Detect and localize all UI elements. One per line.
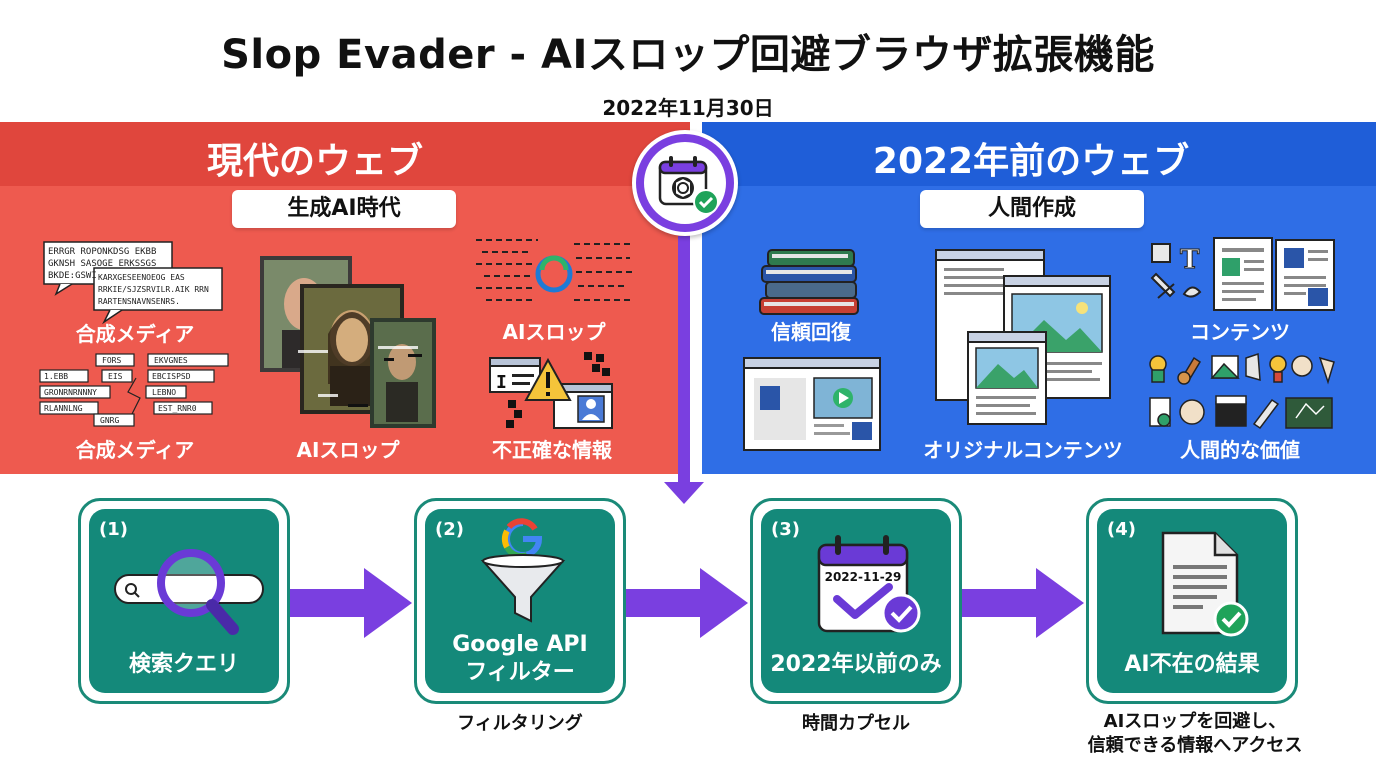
garbled-line: EST_RNR0 bbox=[158, 404, 197, 413]
garbled-line: GRONRNRNNNY bbox=[44, 388, 97, 397]
item-label: 合成メディア bbox=[75, 438, 195, 462]
step-ai-free-results: (4) AI不在の結果 bbox=[1086, 498, 1298, 704]
garbled-line: RRKIE/SJZSRVILR.AIK RRN bbox=[98, 285, 209, 294]
step-label-line: Google API bbox=[452, 632, 588, 657]
article-video-windows-icon bbox=[743, 357, 881, 451]
garbled-line: BKDE:GSWI bbox=[48, 271, 97, 281]
garbled-line: KARXGESEENOEOG EAS bbox=[98, 273, 185, 282]
calendar-date: 2022-11-29 bbox=[825, 570, 902, 584]
pre-2022-web-panel: 2022年前のウェブ 人間作成 信頼回復 bbox=[702, 122, 1376, 474]
garbled-line: RARTENSNAVNSENRS. bbox=[98, 297, 180, 306]
glitched-ai-swirl-icon bbox=[476, 239, 634, 301]
step-caption-line: AIスロップを回避し、 bbox=[1103, 711, 1287, 732]
garbled-line: FORS bbox=[102, 356, 121, 365]
step-google-filter: (2) Google API フィルター bbox=[414, 498, 626, 704]
garbled-line: LEBNO bbox=[152, 388, 176, 397]
step-caption-line: 信頼できる情報へアクセス bbox=[1087, 735, 1303, 756]
step-label: 検索クエリ bbox=[128, 652, 239, 677]
warning-windows-icon: I bbox=[489, 352, 613, 429]
search-magnifier-icon bbox=[114, 549, 264, 635]
garbled-text-labels-icon: FORS EKVGNES 1.EBB EIS EBCISPSD GRONRNRN… bbox=[39, 353, 229, 427]
modern-web-subtitle: 生成AI時代 bbox=[232, 190, 456, 228]
garbled-text-bubbles-icon: ERRGR ROPONKDSG EKBB GKNSH SASOGE ERKSSG… bbox=[43, 241, 223, 325]
garbled-line: GKNSH SASOGE ERKSSGS bbox=[48, 259, 156, 269]
step-number: (1) bbox=[99, 519, 128, 540]
item-label: 不正確な情報 bbox=[492, 438, 612, 462]
step-number: (3) bbox=[771, 519, 800, 540]
connector-line bbox=[678, 236, 690, 486]
calendar-openai-check-icon bbox=[632, 130, 738, 236]
item-label: 信頼回復 bbox=[771, 320, 851, 344]
step-caption: 時間カプセル bbox=[802, 713, 910, 734]
book-stack-icon bbox=[759, 249, 859, 315]
step-label-line: フィルター bbox=[465, 660, 575, 685]
step-label: 2022年以前のみ bbox=[770, 652, 942, 677]
calendar-check-icon: 2022-11-29 bbox=[817, 535, 921, 633]
documents-tools-icon: T bbox=[1150, 237, 1335, 311]
garbled-line: EIS bbox=[108, 372, 123, 381]
item-label: AIスロップ bbox=[502, 320, 606, 344]
pre-2022-web-header: 2022年前のウェブ bbox=[702, 122, 1376, 186]
modern-web-panel: 現代のウェブ 生成AI時代 ERRGR ROPONKDSG EKBB GKNSH… bbox=[0, 122, 690, 474]
google-funnel-icon bbox=[480, 518, 566, 623]
article-windows-icon bbox=[935, 249, 1111, 425]
flow-arrow bbox=[626, 568, 748, 638]
step-pre-2022-only: (3) 2022-11-29 2022年以前のみ bbox=[750, 498, 962, 704]
human-creativity-icons bbox=[1149, 352, 1335, 430]
pre-2022-web-subtitle: 人間作成 bbox=[920, 190, 1144, 228]
flow-arrow bbox=[290, 568, 412, 638]
step-search-query: (1) 検索クエリ bbox=[78, 498, 290, 704]
item-label: オリジナルコンテンツ bbox=[923, 438, 1123, 462]
pre-2022-web-title: 2022年前のウェブ bbox=[872, 141, 1190, 182]
item-label: 人間的な価値 bbox=[1180, 438, 1300, 462]
garbled-line: RLANNLNG bbox=[44, 404, 83, 413]
svg-text:T: T bbox=[1180, 245, 1200, 275]
svg-text:I: I bbox=[496, 372, 507, 393]
step-caption: フィルタリング bbox=[457, 713, 583, 734]
document-check-icon bbox=[1161, 531, 1249, 637]
distorted-portrait-paintings-icon bbox=[260, 256, 436, 428]
page-title: Slop Evader - AIスロップ回避ブラウザ拡張機能 bbox=[221, 32, 1155, 78]
garbled-line: EKVGNES bbox=[154, 356, 188, 365]
garbled-line: EBCISPSD bbox=[152, 372, 191, 381]
item-label: コンテンツ bbox=[1190, 320, 1290, 344]
garbled-line: ERRGR ROPONKDSG EKBB bbox=[48, 247, 156, 257]
step-number: (4) bbox=[1107, 519, 1136, 540]
flow-arrow bbox=[962, 568, 1084, 638]
item-label: 合成メディア bbox=[75, 322, 195, 346]
step-number: (2) bbox=[435, 519, 464, 540]
garbled-line: GNRG bbox=[100, 416, 119, 425]
modern-web-header: 現代のウェブ bbox=[0, 122, 690, 186]
modern-web-title: 現代のウェブ bbox=[206, 141, 423, 182]
garbled-line: 1.EBB bbox=[44, 372, 68, 381]
item-label: AIスロップ bbox=[296, 438, 400, 462]
connector-arrowhead bbox=[664, 482, 704, 504]
step-label: AI不在の結果 bbox=[1124, 652, 1260, 677]
date-label: 2022年11月30日 bbox=[602, 96, 774, 120]
